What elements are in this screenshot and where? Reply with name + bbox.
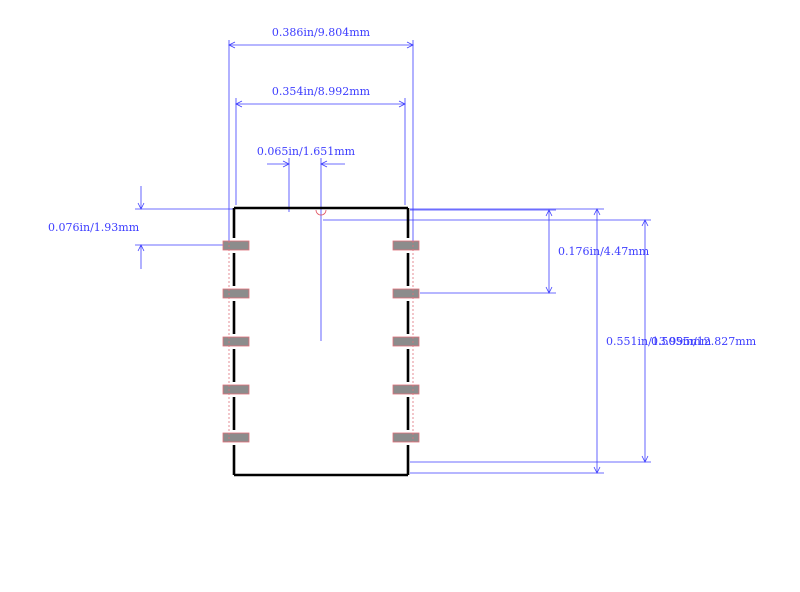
pad-left-1 — [222, 240, 250, 251]
overall-length-dimension: 0.551in/13.995mm — [410, 208, 712, 474]
body-length-label: 0.505in/12.827mm — [651, 335, 757, 348]
pin1-marker — [315, 209, 327, 216]
overall-width-dimension: 0.386in/9.804mm — [228, 26, 414, 245]
pad-depth-dimension: 0.176in/4.47mm — [410, 209, 650, 294]
pad-right-4 — [392, 384, 420, 395]
pads — [222, 240, 420, 443]
pad-left-2 — [222, 288, 250, 299]
pitch-dimension: 0.065in/1.651mm — [257, 145, 356, 212]
pad-right-5 — [392, 432, 420, 443]
body-width-dimension: 0.354in/8.992mm — [235, 85, 406, 205]
body-width-label: 0.354in/8.992mm — [272, 85, 371, 98]
overall-length-label: 0.551in/13.995mm — [606, 335, 712, 348]
top-offset-label: 0.076in/1.93mm — [48, 221, 140, 234]
body-length-dimension: 0.505in/12.827mm — [323, 219, 757, 463]
pad-depth-label: 0.176in/4.47mm — [558, 245, 650, 258]
pad-right-2 — [392, 288, 420, 299]
pad-traces — [228, 241, 414, 442]
pad-left-5 — [222, 432, 250, 443]
top-offset-dimension: 0.076in/1.93mm — [48, 186, 234, 269]
overall-width-label: 0.386in/9.804mm — [272, 26, 371, 39]
package-outline — [232, 206, 410, 477]
pitch-label: 0.065in/1.651mm — [257, 145, 356, 158]
pad-left-4 — [222, 384, 250, 395]
pad-right-3 — [392, 336, 420, 347]
pad-left-3 — [222, 336, 250, 347]
pad-right-1 — [392, 240, 420, 251]
